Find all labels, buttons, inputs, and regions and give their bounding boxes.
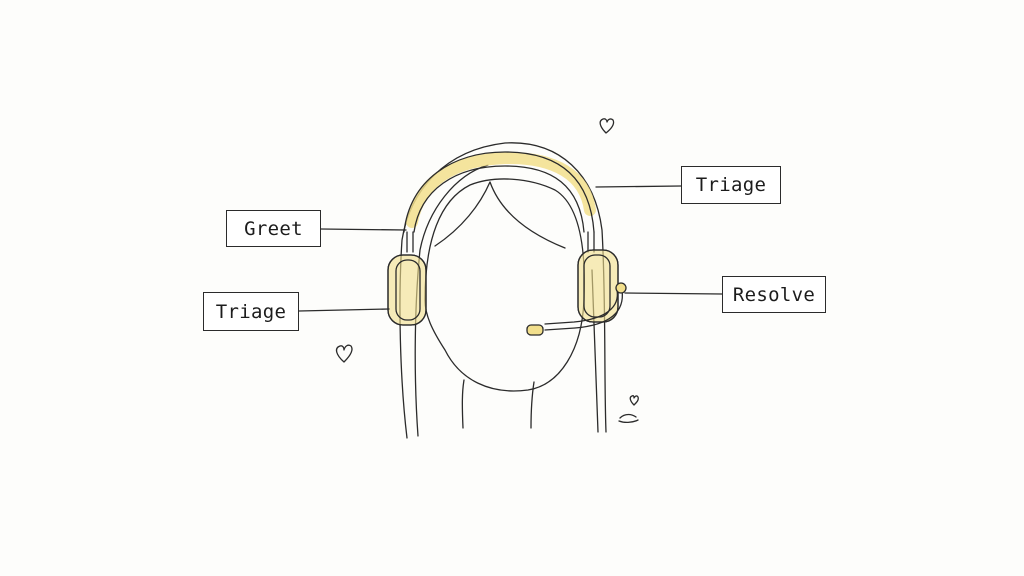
label-resolve-text: Resolve [732, 283, 816, 306]
label-greet-text: Greet [244, 217, 303, 240]
heart-icon [629, 395, 639, 406]
face-outline [424, 178, 585, 392]
connector-lines [298, 185, 723, 312]
doodle-mark [618, 413, 639, 424]
headband [403, 151, 596, 253]
label-resolve: Resolve [722, 276, 833, 318]
label-greet: Greet [219, 210, 321, 252]
heart-icon [599, 118, 615, 134]
heart-icon [335, 344, 353, 363]
hair-parting [434, 181, 566, 249]
label-triage-right-text: Triage [695, 174, 767, 196]
label-triage-right: Triage [676, 161, 781, 204]
microphone-boom [526, 282, 627, 336]
right-ear-cup [577, 249, 619, 323]
left-ear-cup [387, 254, 427, 326]
label-triage-left: Triage [196, 292, 299, 336]
label-triage-left-text: Triage [215, 300, 287, 323]
